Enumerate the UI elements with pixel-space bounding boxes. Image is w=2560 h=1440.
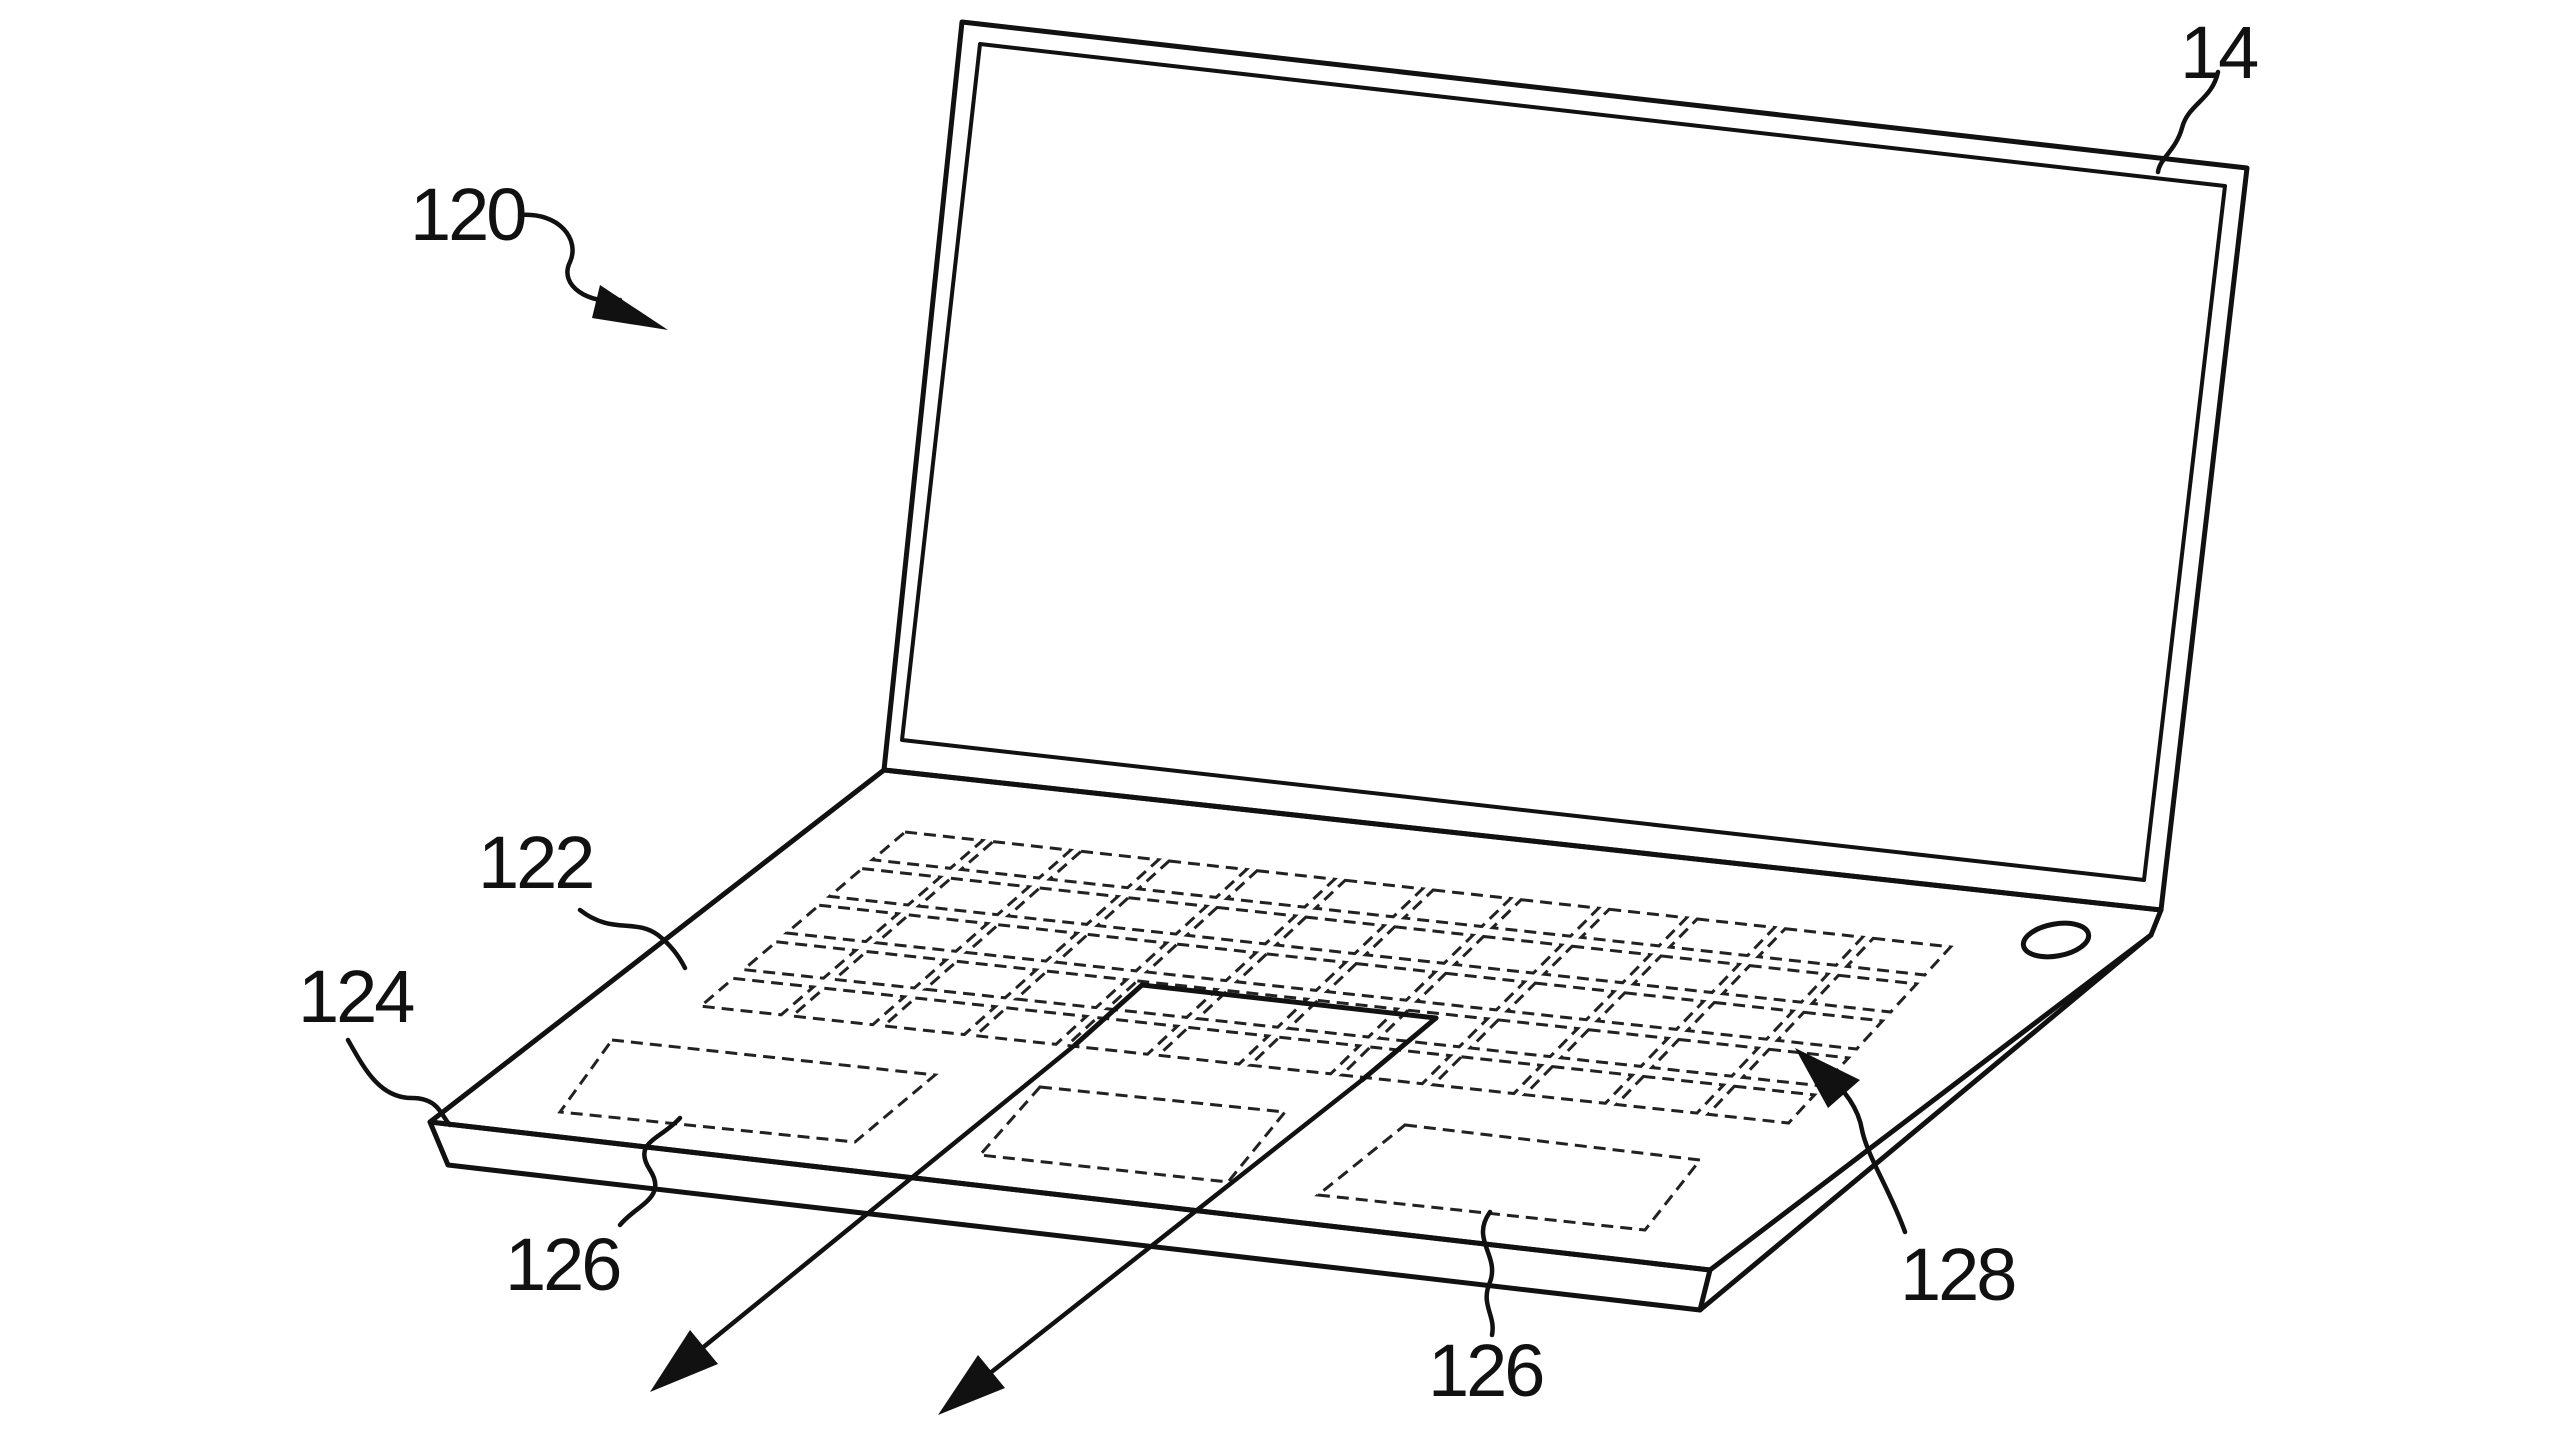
dashed-key — [788, 986, 908, 1027]
arrow-right-shaft — [972, 1077, 1365, 1388]
dashed-key — [1430, 1055, 1545, 1096]
dashed-key — [1613, 1074, 1727, 1115]
dashed-key — [1323, 962, 1439, 1002]
reference-numerals: 120 14 122 124 126 126 128 — [298, 11, 2260, 1412]
dashed-key — [1557, 1028, 1672, 1068]
dashed-key — [1063, 1016, 1181, 1056]
dashed-key — [1143, 942, 1260, 983]
dashed-key — [1194, 989, 1311, 1029]
dashed-key — [921, 959, 1040, 1000]
label-122: 122 — [478, 821, 592, 904]
base-top-surface — [427, 767, 2164, 1273]
pad-region-right — [1314, 1123, 1703, 1232]
leader-120 — [517, 212, 623, 304]
dashed-key — [1540, 944, 1654, 985]
dashed-key — [1223, 869, 1339, 909]
dashed-key — [963, 923, 1081, 963]
leader-126-right — [1480, 1209, 1495, 1338]
dashed-key — [873, 913, 992, 953]
dashed-key — [1376, 1008, 1491, 1049]
dashed-key — [915, 876, 1033, 917]
dashed-key — [830, 949, 950, 990]
label-126-right: 126 — [1428, 1329, 1542, 1412]
dashed-key — [1843, 936, 1954, 977]
dashed-key — [782, 903, 902, 944]
trackpad-left-edge — [1072, 982, 1145, 1048]
display-lid — [881, 19, 2250, 913]
dashed-key — [1362, 925, 1477, 965]
leader-14 — [2155, 69, 2221, 175]
dashed-key — [1666, 917, 1778, 958]
dashed-key — [868, 830, 987, 870]
dashed-key-grid — [697, 830, 1954, 1125]
dashed-key — [1246, 1035, 1363, 1076]
dashed-key — [697, 976, 817, 1017]
dashed-key — [971, 1006, 1090, 1046]
base-housing — [427, 767, 2164, 1313]
dashed-key — [1594, 991, 1707, 1031]
dashed-key — [1338, 1045, 1454, 1086]
pad-region-left — [557, 1038, 939, 1144]
dashed-key — [1577, 907, 1690, 948]
dashed-key — [1466, 1018, 1581, 1059]
dashed-key — [1134, 859, 1251, 899]
lid-inner-screen — [900, 42, 2227, 882]
leader-122 — [577, 907, 688, 971]
dashed-key — [1648, 1037, 1762, 1078]
dashed-key — [1183, 905, 1299, 946]
dashed-key — [1046, 849, 1163, 890]
dashed-key — [1521, 1065, 1636, 1105]
base-right-face — [1697, 932, 2154, 1313]
dashed-key — [1489, 898, 1602, 938]
trackpad-right-edge — [1359, 1015, 1439, 1083]
label-124: 124 — [298, 955, 413, 1038]
arrow-right-head — [938, 1355, 1005, 1415]
dashed-key — [1400, 888, 1514, 929]
arrow-left-shaft — [687, 1042, 1078, 1361]
arrow-128-head — [1795, 1048, 1860, 1108]
label-128: 128 — [1900, 1233, 2014, 1316]
dashed-key — [1012, 969, 1130, 1010]
dashed-key — [957, 840, 1075, 880]
dashed-key — [1684, 1000, 1797, 1041]
leader-126-left — [617, 1115, 683, 1228]
dashed-key — [1451, 934, 1565, 975]
output-arrows — [650, 1042, 1365, 1415]
dashed-key — [1413, 971, 1528, 1012]
dashed-key — [1053, 932, 1170, 973]
dashed-key — [1094, 896, 1210, 936]
trackpad-top-edge — [1139, 982, 1439, 1021]
dashed-key — [825, 867, 944, 907]
leader-124 — [345, 1037, 453, 1128]
dashed-key — [1630, 954, 1743, 995]
label-120: 120 — [410, 173, 525, 256]
reference-leaders — [345, 69, 2221, 1338]
dashed-key — [1004, 886, 1122, 926]
label-126-left: 126 — [505, 1223, 619, 1306]
dashed-key — [1503, 981, 1618, 1022]
dashed-key — [1285, 998, 1401, 1039]
dashed-key — [1808, 973, 1920, 1014]
dashed-key — [1103, 979, 1221, 1019]
dashed-key — [1272, 915, 1388, 956]
dashed-key — [880, 996, 999, 1037]
dashed-key — [739, 940, 860, 980]
trackpad-region — [1072, 982, 1439, 1083]
arrow-120-head — [592, 285, 668, 330]
dashed-key — [1719, 964, 1831, 1004]
pad-region-center — [976, 1085, 1288, 1184]
dashed-key — [1774, 1010, 1886, 1051]
dashed-key — [1311, 878, 1426, 919]
dashed-pad-regions — [557, 1038, 1703, 1232]
lid-outer-frame — [881, 19, 2250, 913]
power-button — [2020, 920, 2092, 960]
dashed-key — [1155, 1025, 1272, 1066]
label-14: 14 — [2180, 11, 2257, 94]
arrow-left-head — [650, 1330, 718, 1392]
dashed-key — [1704, 1084, 1818, 1125]
dashed-key — [1233, 952, 1349, 992]
dashed-key — [1755, 927, 1866, 967]
